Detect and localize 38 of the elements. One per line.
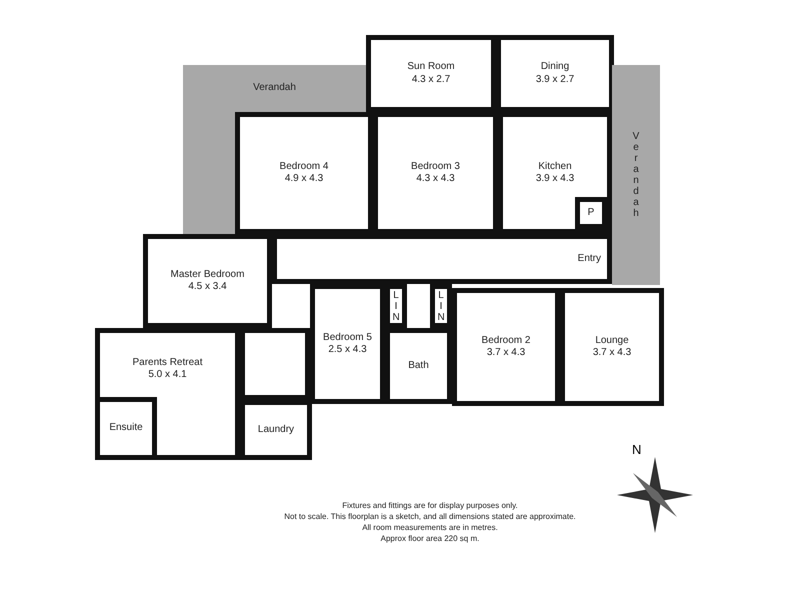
verandah-area bbox=[183, 112, 235, 234]
room-dimensions: 4.5 x 3.4 bbox=[188, 281, 227, 294]
room-dimensions: 5.0 x 4.1 bbox=[148, 369, 187, 382]
room-name: Verandah bbox=[253, 82, 296, 95]
room-name: Bath bbox=[408, 360, 429, 372]
verandah-area bbox=[183, 65, 366, 112]
north-label: N bbox=[632, 442, 642, 457]
room-dimensions: 4.3 x 2.7 bbox=[412, 74, 450, 86]
room-name: P bbox=[588, 206, 594, 220]
room-name: Bedroom 3 bbox=[411, 160, 460, 173]
room-dimensions: 2.5 x 4.3 bbox=[328, 344, 367, 356]
room-name: LIN bbox=[438, 290, 444, 322]
room-name: Kitchen bbox=[538, 160, 572, 173]
room bbox=[560, 288, 664, 406]
room-name: Dining bbox=[540, 61, 570, 74]
room-name: Sun Room bbox=[407, 61, 455, 74]
room-dimensions: 3.9 x 2.7 bbox=[536, 74, 574, 86]
room-dimensions: 3.9 x 4.3 bbox=[536, 173, 574, 186]
room-name: Bedroom 5 bbox=[323, 332, 372, 344]
room-dimensions: 4.9 x 4.3 bbox=[284, 173, 324, 186]
room-name: Ensuite bbox=[109, 422, 143, 435]
note-text: Fixtures and fittings are for display purposes only. bbox=[341, 501, 519, 510]
note-text: All room measurements are in metres. bbox=[361, 523, 499, 532]
room-name: Verandah bbox=[632, 131, 640, 219]
note-text: Not to scale. This floorplan is a sketch, and all dimensions stated are approximate. bbox=[283, 512, 577, 521]
room-dimensions: 3.7 x 4.3 bbox=[486, 347, 526, 360]
room-name: Master Bedroom bbox=[170, 268, 244, 281]
verandah-area bbox=[612, 65, 660, 285]
room-name: Lounge bbox=[595, 334, 629, 347]
room-name: Bedroom 4 bbox=[280, 160, 328, 173]
room-name: Entry bbox=[578, 252, 601, 266]
room-name: Bedroom 2 bbox=[482, 334, 530, 347]
room-dimensions: 4.3 x 4.3 bbox=[416, 173, 455, 186]
note-text: Approx floor area 220 sq m. bbox=[380, 534, 480, 543]
room-name: Parents Retreat bbox=[132, 356, 203, 369]
room-dimensions: 3.7 x 4.3 bbox=[592, 347, 632, 360]
room-name: LIN bbox=[392, 290, 400, 322]
room-name: Laundry bbox=[258, 424, 294, 436]
